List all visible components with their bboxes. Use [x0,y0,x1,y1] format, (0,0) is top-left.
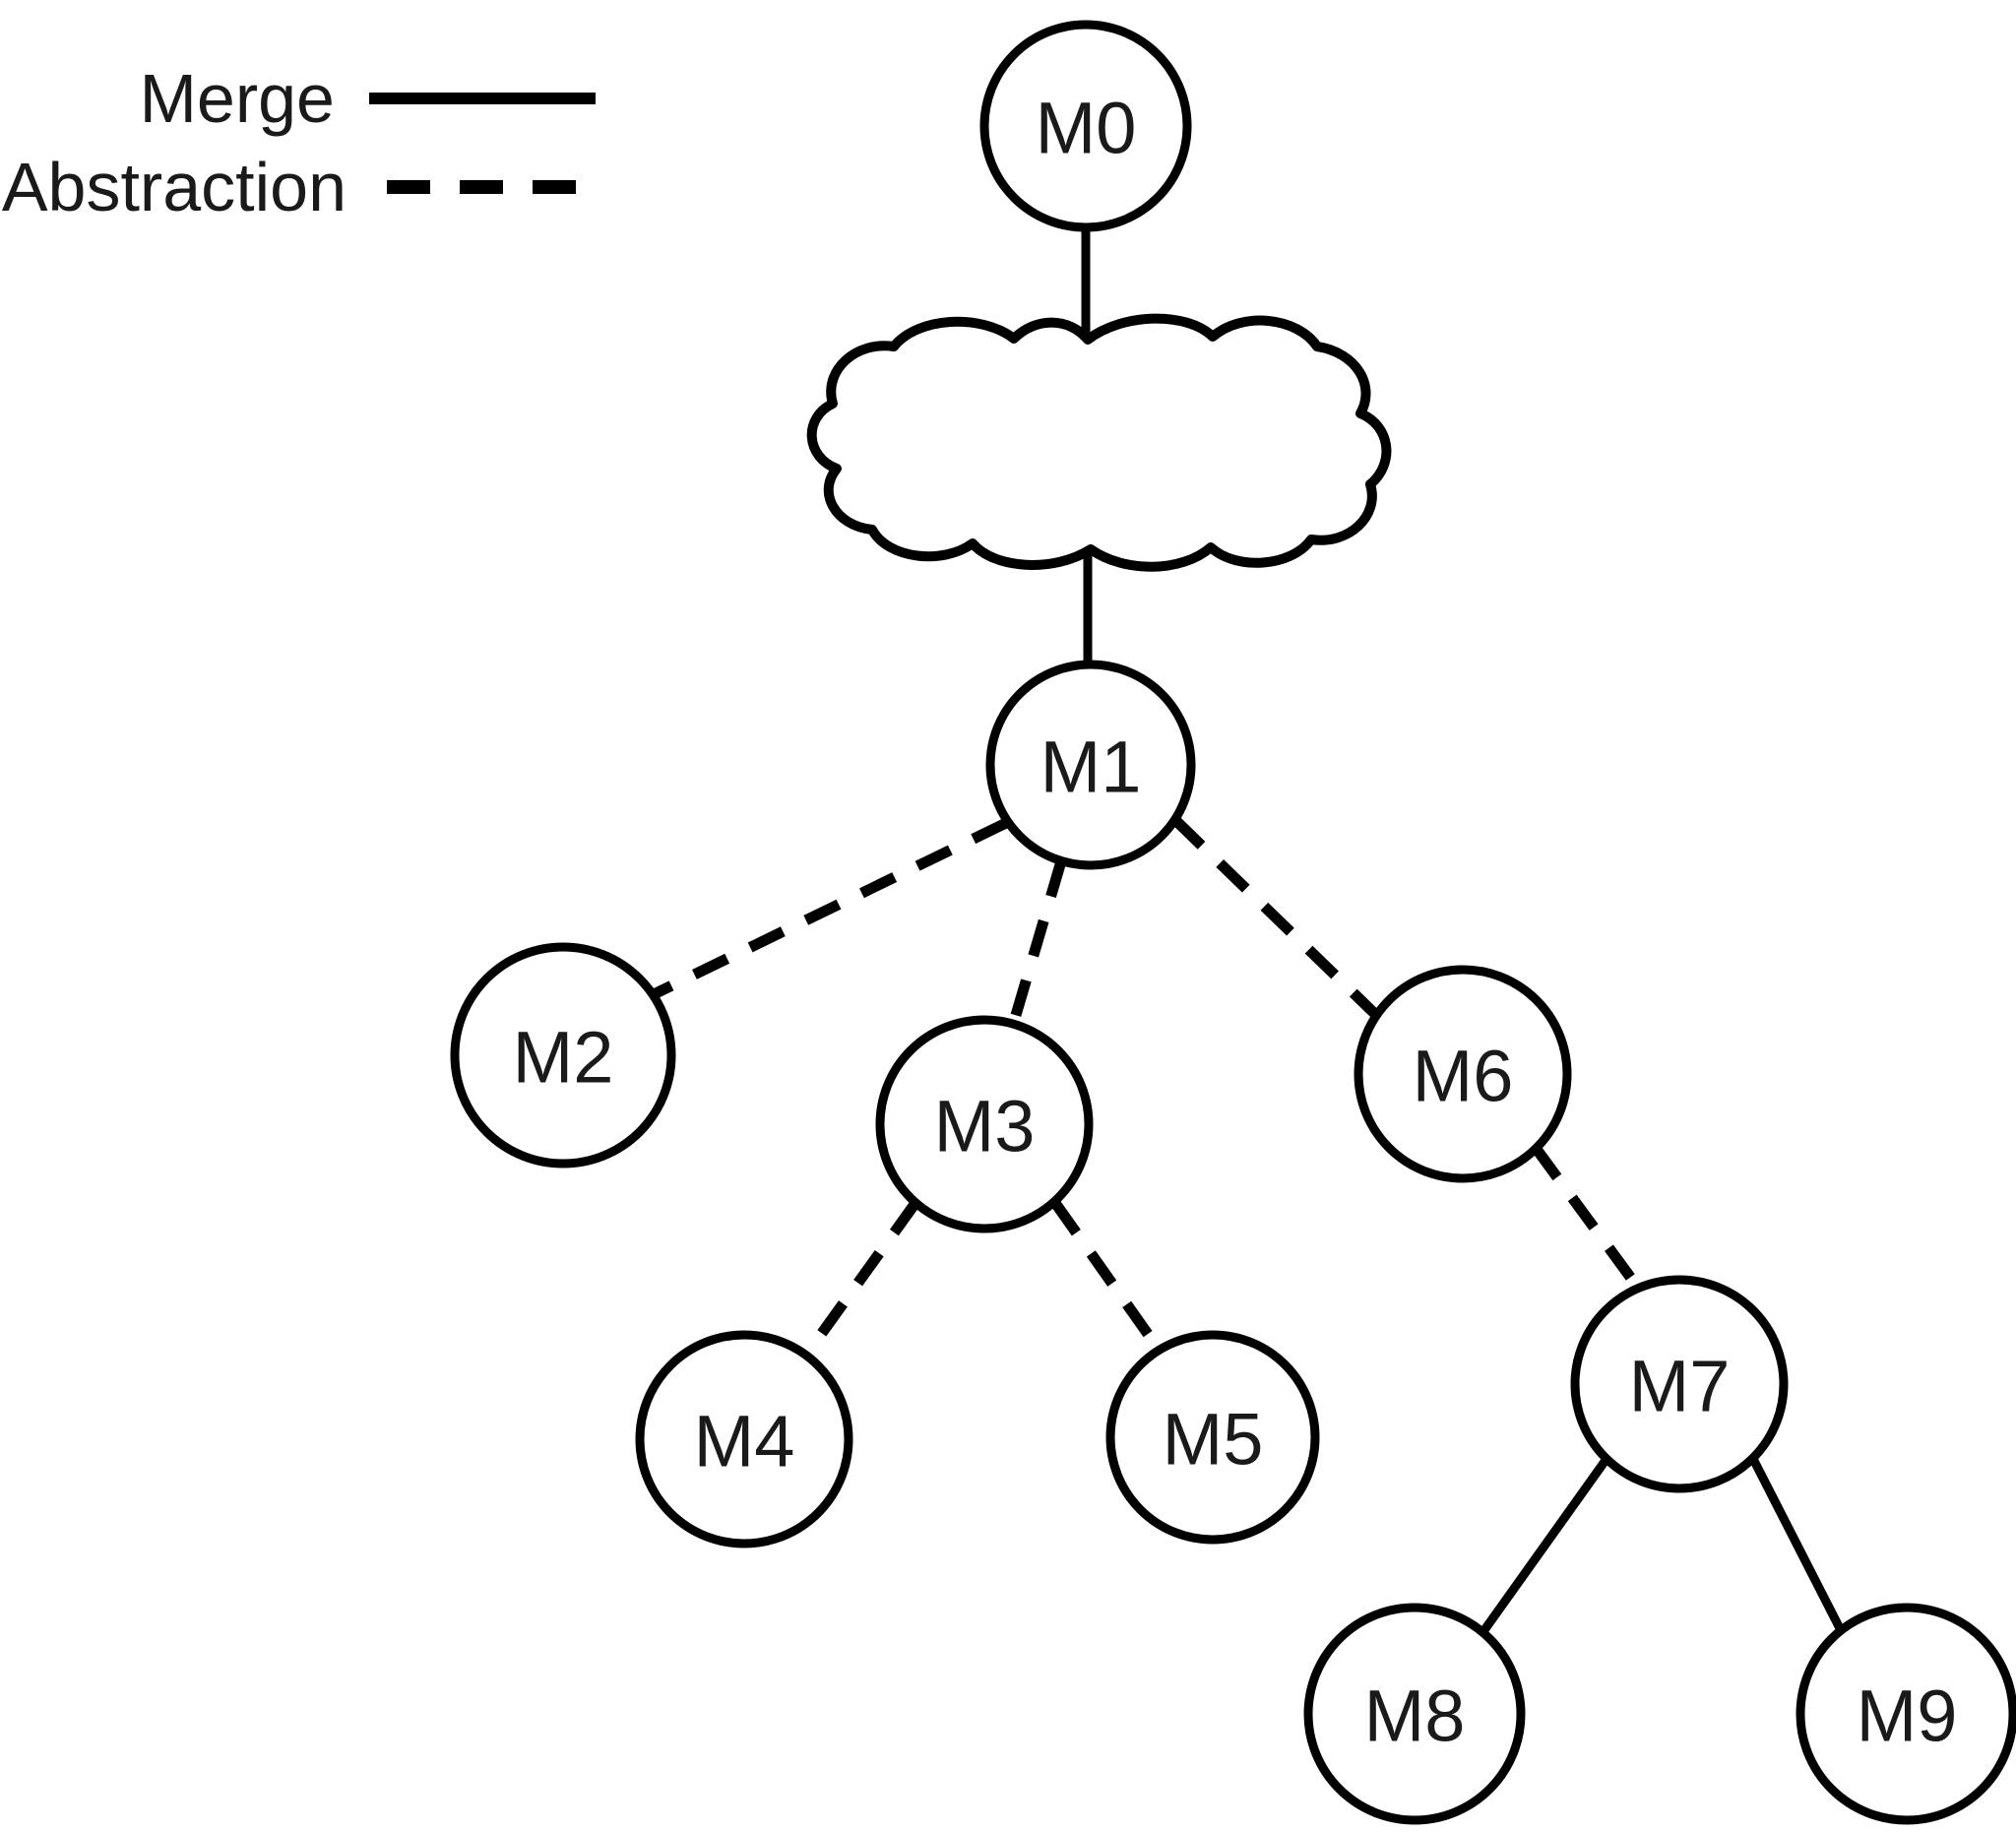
edge-m3-m4 [802,1199,920,1358]
node-m4[interactable]: M4 [635,1330,853,1548]
node-m8[interactable]: M8 [1303,1603,1526,1825]
node-m7[interactable]: M7 [1570,1275,1789,1493]
nodes-layer: M0 M1 M2 M3 M4 M5 [450,20,2016,1825]
node-m0-circle[interactable] [979,20,1192,232]
node-m2-label: M2 [513,1017,614,1099]
edge-m6-m7 [1531,1144,1643,1292]
node-m2-circle[interactable] [450,942,676,1169]
legend: Merge Abstraction [2,60,596,225]
edge-m1-m6 [1171,816,1384,1023]
node-m1[interactable]: M1 [985,660,1196,870]
cloud-outline [806,313,1392,572]
node-m6-label: M6 [1413,1036,1514,1117]
node-m3-circle[interactable] [875,1015,1094,1233]
node-m9-label: M9 [1857,1675,1958,1757]
node-m8-circle[interactable] [1303,1603,1526,1825]
edges-layer [645,227,1848,1637]
node-m6-circle[interactable] [1354,965,1572,1183]
edge-m7-m9 [1747,1454,1848,1637]
cloud-abstraction-boundary [806,313,1392,572]
legend-merge-label: Merge [140,60,335,137]
node-m0-label: M0 [1036,88,1137,169]
node-m6[interactable]: M6 [1354,965,1572,1183]
node-m1-label: M1 [1040,726,1142,808]
node-m4-label: M4 [694,1401,795,1483]
node-m9[interactable]: M9 [1796,1603,2016,1825]
node-m1-circle[interactable] [985,660,1196,870]
legend-abstraction-label: Abstraction [2,149,346,225]
node-m3[interactable]: M3 [875,1015,1094,1233]
node-m3-label: M3 [934,1086,1036,1168]
node-m2[interactable]: M2 [450,942,676,1169]
edge-m1-m2 [645,818,1009,1002]
edge-m7-m8 [1478,1456,1610,1637]
node-m5[interactable]: M5 [1105,1330,1320,1545]
node-m5-circle[interactable] [1105,1330,1320,1545]
node-m5-label: M5 [1163,1399,1264,1481]
edge-m1-m3 [1008,859,1067,1024]
node-m0[interactable]: M0 [979,20,1192,232]
node-m7-label: M7 [1629,1346,1731,1427]
node-m7-circle[interactable] [1570,1275,1789,1493]
node-m4-circle[interactable] [635,1330,853,1548]
node-m8-label: M8 [1364,1675,1466,1757]
node-m9-circle[interactable] [1796,1603,2016,1825]
edge-m3-m5 [1050,1199,1165,1355]
